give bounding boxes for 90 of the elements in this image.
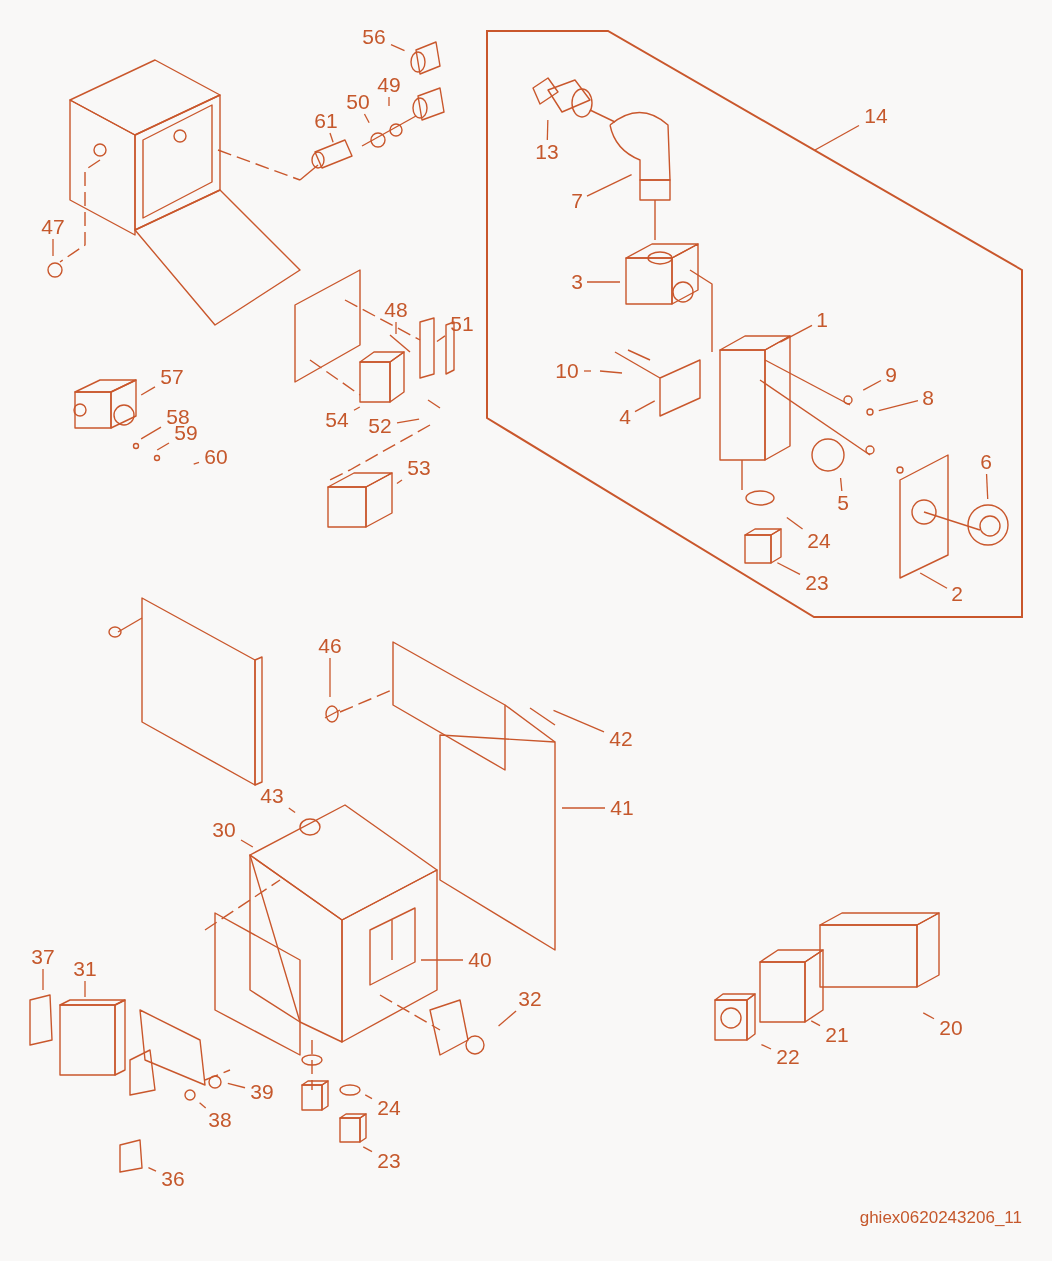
leader-line	[52, 238, 54, 257]
leader-line	[814, 124, 860, 151]
leader-line	[362, 1146, 373, 1153]
callout-number: 2	[948, 582, 966, 606]
leader-line	[329, 657, 331, 698]
leader-line	[810, 1020, 821, 1027]
callout-number: 4	[616, 405, 634, 429]
leader-line	[156, 442, 170, 451]
leader-line	[878, 399, 919, 412]
callout-number: 39	[246, 1080, 278, 1104]
callout-number: 9	[882, 363, 900, 387]
leader-line	[364, 1094, 373, 1100]
leader-line	[147, 1166, 157, 1172]
callout-number: 57	[156, 365, 188, 389]
callout-number: 21	[821, 1023, 853, 1047]
callout-number: 50	[342, 90, 374, 114]
callout-number: 3	[568, 270, 586, 294]
leader-line	[760, 1043, 772, 1050]
callout-number: 32	[514, 987, 546, 1011]
callout-number: 53	[403, 456, 435, 480]
callout-number: 38	[204, 1108, 236, 1132]
callout-number: 22	[772, 1045, 804, 1069]
callout-number: 7	[568, 189, 586, 213]
callout-number: 51	[446, 312, 478, 336]
leader-line	[634, 400, 656, 413]
callout-number: 46	[314, 634, 346, 658]
leader-line	[583, 370, 592, 372]
callout-number: 20	[935, 1016, 967, 1040]
leader-line	[396, 418, 420, 424]
leader-line	[353, 406, 361, 411]
drawing-code: ghiex0620243206_11	[859, 1208, 1022, 1228]
leader-line	[140, 386, 156, 396]
callout-number: 8	[919, 386, 937, 410]
callout-number: 47	[37, 215, 69, 239]
callout-number: 56	[358, 25, 390, 49]
leader-line	[288, 807, 296, 814]
leader-line	[839, 477, 843, 492]
leader-line	[420, 959, 464, 961]
leader-line	[862, 379, 882, 391]
leader-line	[586, 281, 621, 283]
callout-number: 6	[977, 450, 995, 474]
callout-number: 36	[157, 1167, 189, 1191]
kit-outline	[486, 30, 1023, 618]
callout-number: 60	[200, 445, 232, 469]
callout-number: 49	[373, 73, 405, 97]
callout-number: 41	[606, 796, 638, 820]
callout-number: 1	[813, 308, 831, 332]
callout-number: 23	[801, 571, 833, 595]
callout-number: 31	[69, 957, 101, 981]
leader-line	[140, 426, 162, 440]
leader-line	[919, 572, 948, 589]
callout-number: 5	[834, 491, 852, 515]
leader-line	[586, 173, 633, 197]
leader-line	[776, 562, 801, 575]
callout-number: 61	[310, 109, 342, 133]
callout-number: 48	[380, 298, 412, 322]
leader-line	[84, 980, 86, 998]
leader-line	[198, 1102, 207, 1109]
leader-line	[786, 516, 804, 530]
callout-number: 14	[860, 104, 892, 128]
callout-number: 37	[27, 945, 59, 969]
callout-number: 42	[605, 727, 637, 751]
callout-number: 24	[803, 529, 835, 553]
leader-line	[561, 807, 606, 809]
leader-line	[395, 321, 397, 335]
leader-line	[497, 1010, 517, 1027]
leader-line	[546, 119, 549, 141]
leader-line	[240, 839, 254, 848]
leader-line	[985, 473, 989, 500]
leader-line	[363, 113, 370, 124]
leader-line	[193, 461, 200, 465]
callout-number: 40	[464, 948, 496, 972]
leader-line	[390, 43, 406, 52]
callout-number: 24	[373, 1096, 405, 1120]
leader-line	[922, 1012, 935, 1020]
callout-number: 23	[373, 1149, 405, 1173]
callout-number: 43	[256, 784, 288, 808]
callout-number: 54	[321, 408, 353, 432]
callout-number: 30	[208, 818, 240, 842]
leader-line	[329, 132, 334, 143]
callout-number: 13	[531, 140, 563, 164]
callout-number: 10	[551, 359, 583, 383]
leader-line	[388, 96, 390, 107]
leader-line	[552, 709, 605, 733]
leader-line	[227, 1082, 246, 1089]
leader-line	[436, 335, 446, 343]
callout-number: 52	[364, 414, 396, 438]
leader-line	[779, 324, 813, 343]
leader-line	[396, 479, 403, 485]
leader-line	[42, 968, 44, 991]
